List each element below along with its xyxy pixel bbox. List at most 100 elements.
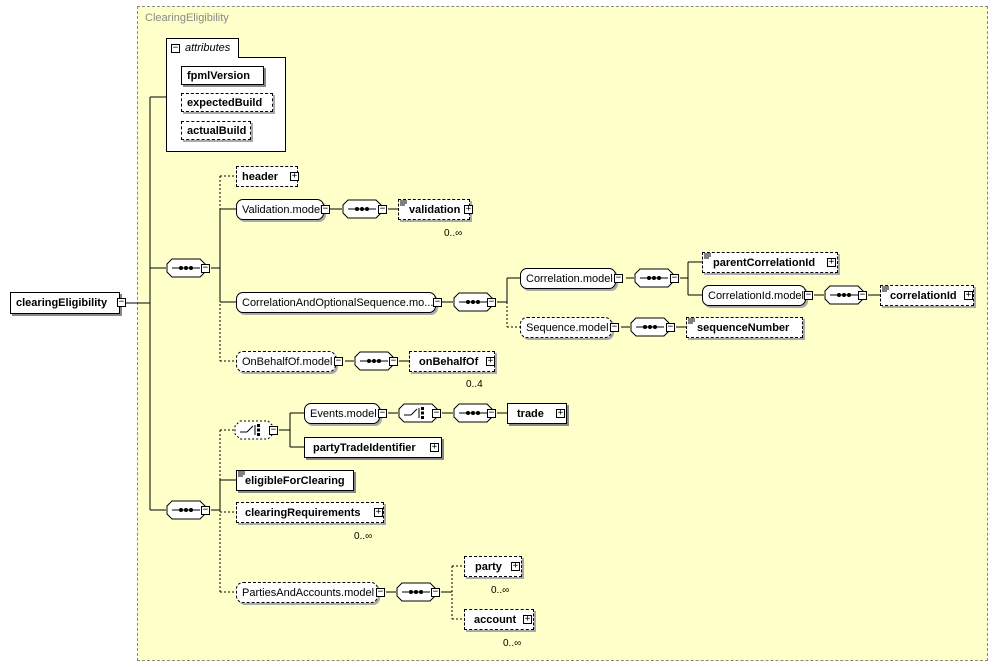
frame-title: ClearingEligibility: [145, 12, 229, 24]
attribute-fpmlVersion[interactable]: fpmlVersion: [181, 66, 264, 85]
documentation-icon: [238, 471, 245, 477]
element-account[interactable]: account: [464, 609, 534, 630]
attribute-label: fpmlVersion: [187, 69, 250, 82]
documentation-icon: [704, 253, 711, 259]
element-eligibleForClearing[interactable]: eligibleForClearing: [236, 470, 354, 491]
group-label: Correlation.model: [526, 272, 613, 285]
expand-icon[interactable]: +: [430, 442, 439, 452]
choice-compositor: [398, 403, 438, 423]
group-correlation-and-optional-sequence-model[interactable]: CorrelationAndOptionalSequence.mo...: [236, 292, 436, 313]
expand-icon[interactable]: +: [964, 290, 973, 300]
collapse-icon[interactable]: −: [858, 290, 867, 300]
element-party[interactable]: party: [464, 556, 522, 577]
collapse-icon[interactable]: −: [666, 322, 675, 332]
element-trade[interactable]: trade: [507, 403, 567, 424]
expand-icon[interactable]: +: [556, 408, 565, 418]
cardinality-label: 0..∞: [444, 228, 463, 239]
root-label: clearingEligibility: [16, 297, 108, 309]
sequence-compositor: [166, 500, 206, 520]
collapse-icon[interactable]: −: [321, 204, 330, 214]
group-sequence-model[interactable]: Sequence.model: [520, 317, 612, 338]
group-correlationId-model[interactable]: CorrelationId.model: [702, 285, 806, 306]
element-sequenceNumber[interactable]: sequenceNumber: [686, 317, 803, 338]
collapse-icon[interactable]: −: [201, 263, 210, 273]
collapse-icon[interactable]: −: [117, 297, 126, 307]
collapse-icon[interactable]: −: [334, 356, 343, 366]
expand-icon[interactable]: +: [374, 507, 383, 517]
collapse-icon[interactable]: −: [378, 204, 387, 214]
group-label: CorrelationId.model: [708, 289, 804, 302]
group-label: PartiesAndAccounts.model: [242, 586, 375, 599]
expand-icon[interactable]: +: [511, 561, 520, 571]
element-label: parentCorrelationId: [713, 256, 816, 269]
root-element-clearingEligibility[interactable]: clearingEligibility: [10, 292, 120, 314]
group-label: Sequence.model: [526, 321, 609, 334]
choice-compositor: [234, 420, 274, 440]
collapse-icon[interactable]: −: [171, 43, 180, 53]
sequence-compositor: [342, 199, 382, 219]
group-events-model[interactable]: Events.model: [304, 403, 380, 424]
collapse-icon[interactable]: −: [433, 297, 442, 307]
collapse-icon[interactable]: −: [269, 425, 278, 435]
group-label: Validation.model: [242, 203, 323, 216]
collapse-icon[interactable]: −: [201, 505, 210, 515]
sequence-compositor: [824, 285, 864, 305]
element-correlationId[interactable]: correlationId: [880, 285, 974, 306]
group-validation-model[interactable]: Validation.model: [236, 199, 324, 220]
collapse-icon[interactable]: −: [487, 408, 496, 418]
element-validation[interactable]: validation: [398, 199, 470, 220]
collapse-icon[interactable]: −: [610, 322, 619, 332]
element-label: sequenceNumber: [697, 321, 790, 334]
element-label: onBehalfOf: [419, 355, 479, 368]
element-label: party: [475, 560, 502, 573]
element-label: trade: [517, 407, 544, 420]
collapse-icon[interactable]: −: [670, 273, 679, 283]
documentation-icon: [882, 286, 889, 292]
collapse-icon[interactable]: −: [389, 356, 398, 366]
cardinality-label: 0..4: [466, 379, 483, 390]
attribute-expectedBuild[interactable]: expectedBuild: [181, 93, 273, 112]
cardinality-label: 0..∞: [503, 638, 522, 649]
cardinality-label: 0..∞: [491, 585, 510, 596]
collapse-icon[interactable]: −: [431, 587, 440, 597]
element-clearingRequirements[interactable]: clearingRequirements: [236, 502, 384, 523]
sequence-compositor: [166, 258, 206, 278]
group-on-behalf-of-model[interactable]: OnBehalfOf.model: [236, 351, 336, 372]
collapse-icon[interactable]: −: [487, 297, 496, 307]
sequence-compositor: [396, 582, 436, 602]
sequence-compositor: [453, 292, 493, 312]
collapse-icon[interactable]: −: [804, 290, 813, 300]
cardinality-label: 0..∞: [354, 531, 373, 542]
element-label: validation: [409, 203, 461, 216]
group-label: Events.model: [310, 407, 377, 420]
expand-icon[interactable]: +: [290, 171, 299, 181]
element-label: partyTradeIdentifier: [313, 441, 416, 454]
element-partyTradeIdentifier[interactable]: partyTradeIdentifier: [304, 437, 442, 458]
attribute-label: expectedBuild: [187, 96, 263, 109]
element-label: correlationId: [890, 289, 957, 302]
element-label: header: [242, 170, 279, 183]
element-header[interactable]: header: [236, 166, 298, 187]
element-parentCorrelationId[interactable]: parentCorrelationId: [702, 252, 838, 273]
sequence-compositor: [634, 268, 674, 288]
collapse-icon[interactable]: −: [376, 587, 385, 597]
element-label: clearingRequirements: [245, 506, 361, 519]
collapse-icon[interactable]: −: [378, 408, 387, 418]
expand-icon[interactable]: +: [827, 257, 836, 267]
expand-icon[interactable]: +: [523, 614, 532, 624]
documentation-icon: [400, 200, 407, 206]
group-correlation-model[interactable]: Correlation.model: [520, 268, 616, 289]
element-onBehalfOf[interactable]: onBehalfOf: [409, 351, 495, 372]
group-parties-and-accounts-model[interactable]: PartiesAndAccounts.model: [236, 582, 378, 603]
sequence-compositor: [630, 317, 670, 337]
collapse-icon[interactable]: −: [614, 273, 623, 283]
attributes-tab: − attributes: [166, 38, 239, 58]
expand-icon[interactable]: +: [486, 356, 495, 366]
group-label: CorrelationAndOptionalSequence.mo...: [242, 296, 434, 309]
documentation-icon: [688, 318, 695, 324]
attribute-actualBuild[interactable]: actualBuild: [181, 121, 251, 140]
collapse-icon[interactable]: −: [432, 408, 441, 418]
element-label: account: [474, 613, 517, 626]
expand-icon[interactable]: +: [464, 204, 473, 214]
